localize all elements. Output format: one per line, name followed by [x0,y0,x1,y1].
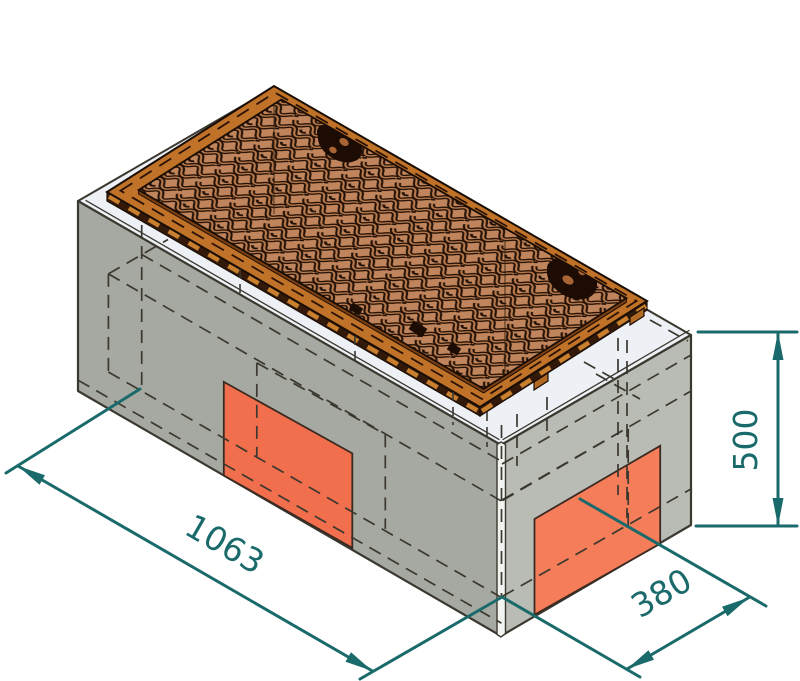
front-opening-hidden-outline [255,362,387,529]
extension-line [358,595,504,681]
dimension-line [16,464,374,673]
right-opening-hidden-outline [502,425,692,598]
front-opening-panel [222,380,354,550]
copper-plate [105,84,649,418]
hidden-edges [77,225,692,624]
plate-band-hidden-line [118,91,639,401]
hidden-line [77,379,502,624]
hidden-line [107,238,169,275]
arrowhead [18,466,45,485]
hidden-line [501,354,692,465]
plate-tab [629,306,645,327]
plate-tab [533,371,549,392]
height-dimension-label: 500 [726,409,765,472]
arrowhead [772,332,784,360]
arrowhead [627,650,654,669]
top-edge-chamfer-line [85,199,500,441]
dimensions [4,330,799,681]
arrowhead [345,652,373,671]
hidden-line [107,371,502,599]
plate-slot-stripes [480,304,648,413]
hidden-line [649,319,689,342]
extension-line [578,497,768,608]
rim-hidden-verticals [239,269,488,447]
dimension-width [500,497,768,679]
dimension-height [694,330,799,528]
hidden-line [107,273,502,502]
hidden-line [141,253,502,462]
plate-slot-stripes [107,194,481,414]
openings [222,380,662,617]
extension-line [4,387,142,475]
arrowhead [722,597,749,617]
hidden-line [595,373,641,400]
arrowhead [772,498,784,526]
hidden-line [583,361,619,382]
top-edge-chamfer-line [502,329,690,441]
extension-line [500,595,642,679]
dimension-length [4,387,504,681]
